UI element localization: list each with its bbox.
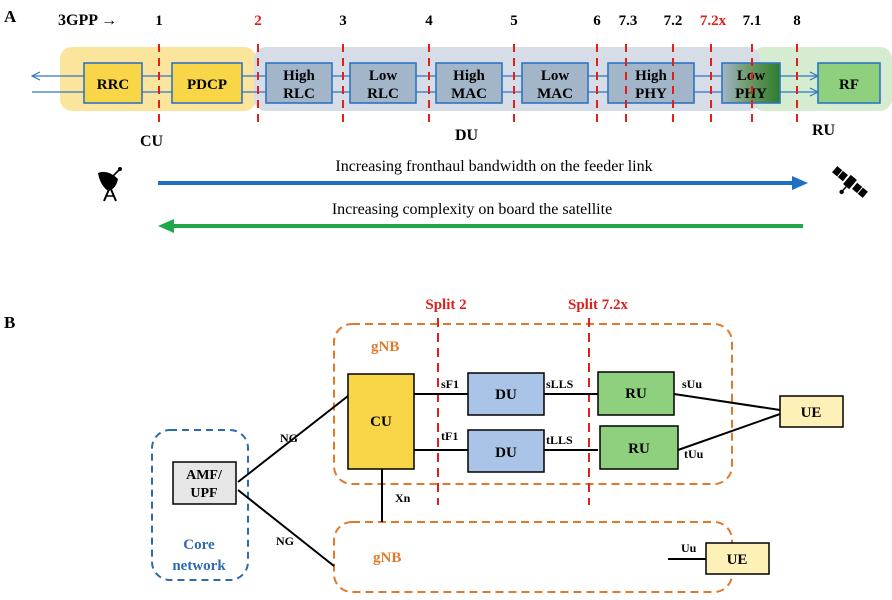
block-label: RF	[839, 77, 859, 93]
arrow-blue-text: Increasing fronthaul bandwidth on the fe…	[335, 158, 652, 175]
connection-lines	[237, 393, 781, 567]
ue-bottom-label: UE	[727, 552, 748, 568]
core-label-line2: network	[172, 558, 226, 574]
iface-slls: sLLS	[546, 377, 574, 391]
arrow-blue-head	[792, 176, 808, 190]
amf-label-line1: AMF/	[186, 468, 223, 483]
amf-upf-box	[172, 461, 237, 505]
iface-tuu: tUu	[684, 447, 704, 461]
block-label-line2: RLC	[367, 86, 399, 102]
split-number-6: 6	[593, 13, 601, 29]
block-label-line1: Low	[541, 68, 570, 84]
du-bottom-label: DU	[495, 445, 517, 461]
ue-top-box	[779, 395, 844, 428]
ue-bottom-box	[705, 542, 770, 575]
arrow-green-text: Increasing complexity on board the satel…	[332, 201, 612, 218]
panel-a-label: A	[4, 7, 17, 26]
block-low-phy: LowPHY	[721, 62, 781, 104]
du-top-box	[467, 372, 545, 416]
ru-bottom-box	[599, 425, 679, 470]
block-label-line2: MAC	[537, 86, 573, 102]
cu-box-label: CU	[370, 414, 392, 430]
ground-station-icon	[98, 167, 122, 202]
split2-label: Split 2	[425, 297, 466, 313]
ru-group-label: RU	[812, 122, 836, 139]
panel-b: B gNB gNB Core network Split 2 Split 7.2…	[4, 297, 844, 593]
gnb-bottom-label: gNB	[373, 550, 401, 566]
amf-label-line2: UPF	[190, 486, 217, 501]
core-network-container	[151, 429, 249, 581]
core-label-line1: Core	[183, 537, 215, 553]
split-number-3: 3	[339, 13, 347, 29]
du-group-label: DU	[455, 127, 479, 144]
panel-b-label: B	[4, 313, 15, 332]
split-numbers: 1 2 3 4 5 6 7.3 7.2 7.2x 7.1 8	[155, 13, 801, 29]
ru-bottom-label: RU	[628, 441, 650, 457]
gpp-label: 3GPP →	[58, 12, 117, 29]
block-label: PDCP	[187, 77, 227, 93]
split72x-label: Split 7.2x	[568, 297, 629, 313]
block-label-line1: High	[453, 68, 485, 84]
ue-top-label: UE	[801, 405, 822, 421]
du-top-label: DU	[495, 387, 517, 403]
block-rrc: RRC	[83, 62, 143, 104]
iface-ng-top: NG	[280, 431, 298, 445]
block-rf: RF	[817, 62, 881, 104]
link-arrowhead	[30, 71, 41, 81]
block-label-line1: Low	[369, 68, 398, 84]
split-number-2: 2	[254, 13, 262, 29]
gnb-top-label: gNB	[371, 339, 399, 355]
block-label: RRC	[97, 77, 130, 93]
split-number-7.2: 7.2	[664, 13, 683, 29]
iface-tf1: tF1	[441, 429, 458, 443]
block-label-line2: RLC	[283, 86, 315, 102]
iface-tlls: tLLS	[546, 433, 573, 447]
split-number-4: 4	[425, 13, 433, 29]
block-label-line2: MAC	[451, 86, 487, 102]
split-number-7.1: 7.1	[743, 13, 762, 29]
gnb-top-container	[333, 323, 733, 485]
ru-top-box	[597, 371, 675, 416]
du-bottom-box	[467, 429, 545, 473]
iface-suu: sUu	[682, 377, 702, 391]
block-pdcp: PDCP	[171, 62, 243, 104]
arrow-green-head	[158, 219, 174, 233]
split-number-5: 5	[510, 13, 518, 29]
iface-ng-bottom: NG	[276, 534, 294, 548]
block-label-line1: High	[283, 68, 315, 84]
split-number-8: 8	[793, 13, 801, 29]
block-label-line1: High	[635, 68, 667, 84]
cu-group-label: CU	[140, 133, 164, 150]
block-label-line2: PHY	[635, 86, 667, 102]
satellite-icon	[832, 166, 868, 198]
iface-sf1: sF1	[441, 377, 459, 391]
cu-box	[347, 373, 415, 470]
iface-xn: Xn	[395, 491, 411, 505]
ru-top-label: RU	[625, 386, 647, 402]
split-number-7.3: 7.3	[619, 13, 638, 29]
split-number-1: 1	[155, 13, 163, 29]
split-number-7.2x: 7.2x	[700, 13, 727, 29]
iface-uu: Uu	[681, 541, 697, 555]
